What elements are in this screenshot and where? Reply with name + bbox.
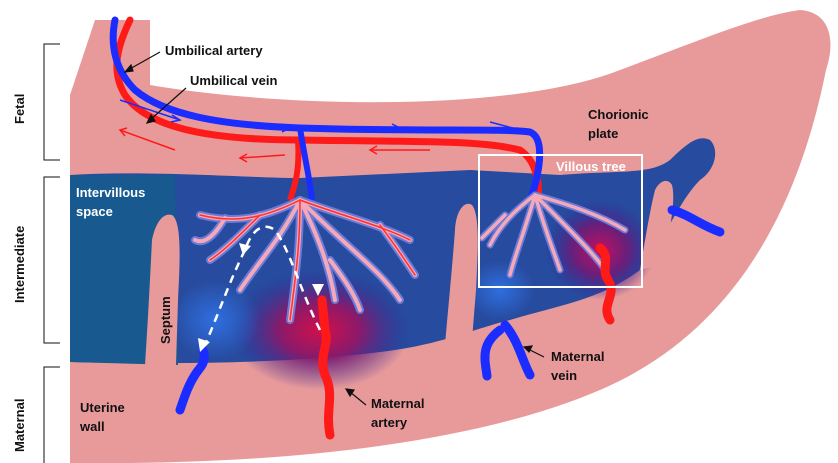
region-fetal-label: Fetal bbox=[12, 94, 27, 124]
region-brackets bbox=[44, 44, 60, 463]
uterine-wall-label-1: Uterine bbox=[80, 400, 125, 415]
intervillous-space-label-1: Intervillous bbox=[76, 185, 145, 200]
chorionic-plate-label-2: plate bbox=[588, 126, 618, 141]
maternal-artery-label-2: artery bbox=[371, 415, 408, 430]
maternal-artery-label-1: Maternal bbox=[371, 396, 424, 411]
septum-label: Septum bbox=[158, 296, 173, 344]
chorionic-plate-label-1: Chorionic bbox=[588, 107, 649, 122]
umbilical-vein-label: Umbilical vein bbox=[190, 73, 277, 88]
region-intermediate-label: Intermediate bbox=[12, 226, 27, 303]
uterine-wall-label-2: wall bbox=[79, 419, 105, 434]
maternal-vein-label-2: vein bbox=[551, 368, 577, 383]
region-maternal-label: Maternal bbox=[12, 399, 27, 452]
intervillous-space-label-2: space bbox=[76, 204, 113, 219]
umbilical-artery-label: Umbilical artery bbox=[165, 43, 263, 58]
villous-tree-label: Villous tree bbox=[556, 159, 626, 174]
maternal-vein-label-1: Maternal bbox=[551, 349, 604, 364]
